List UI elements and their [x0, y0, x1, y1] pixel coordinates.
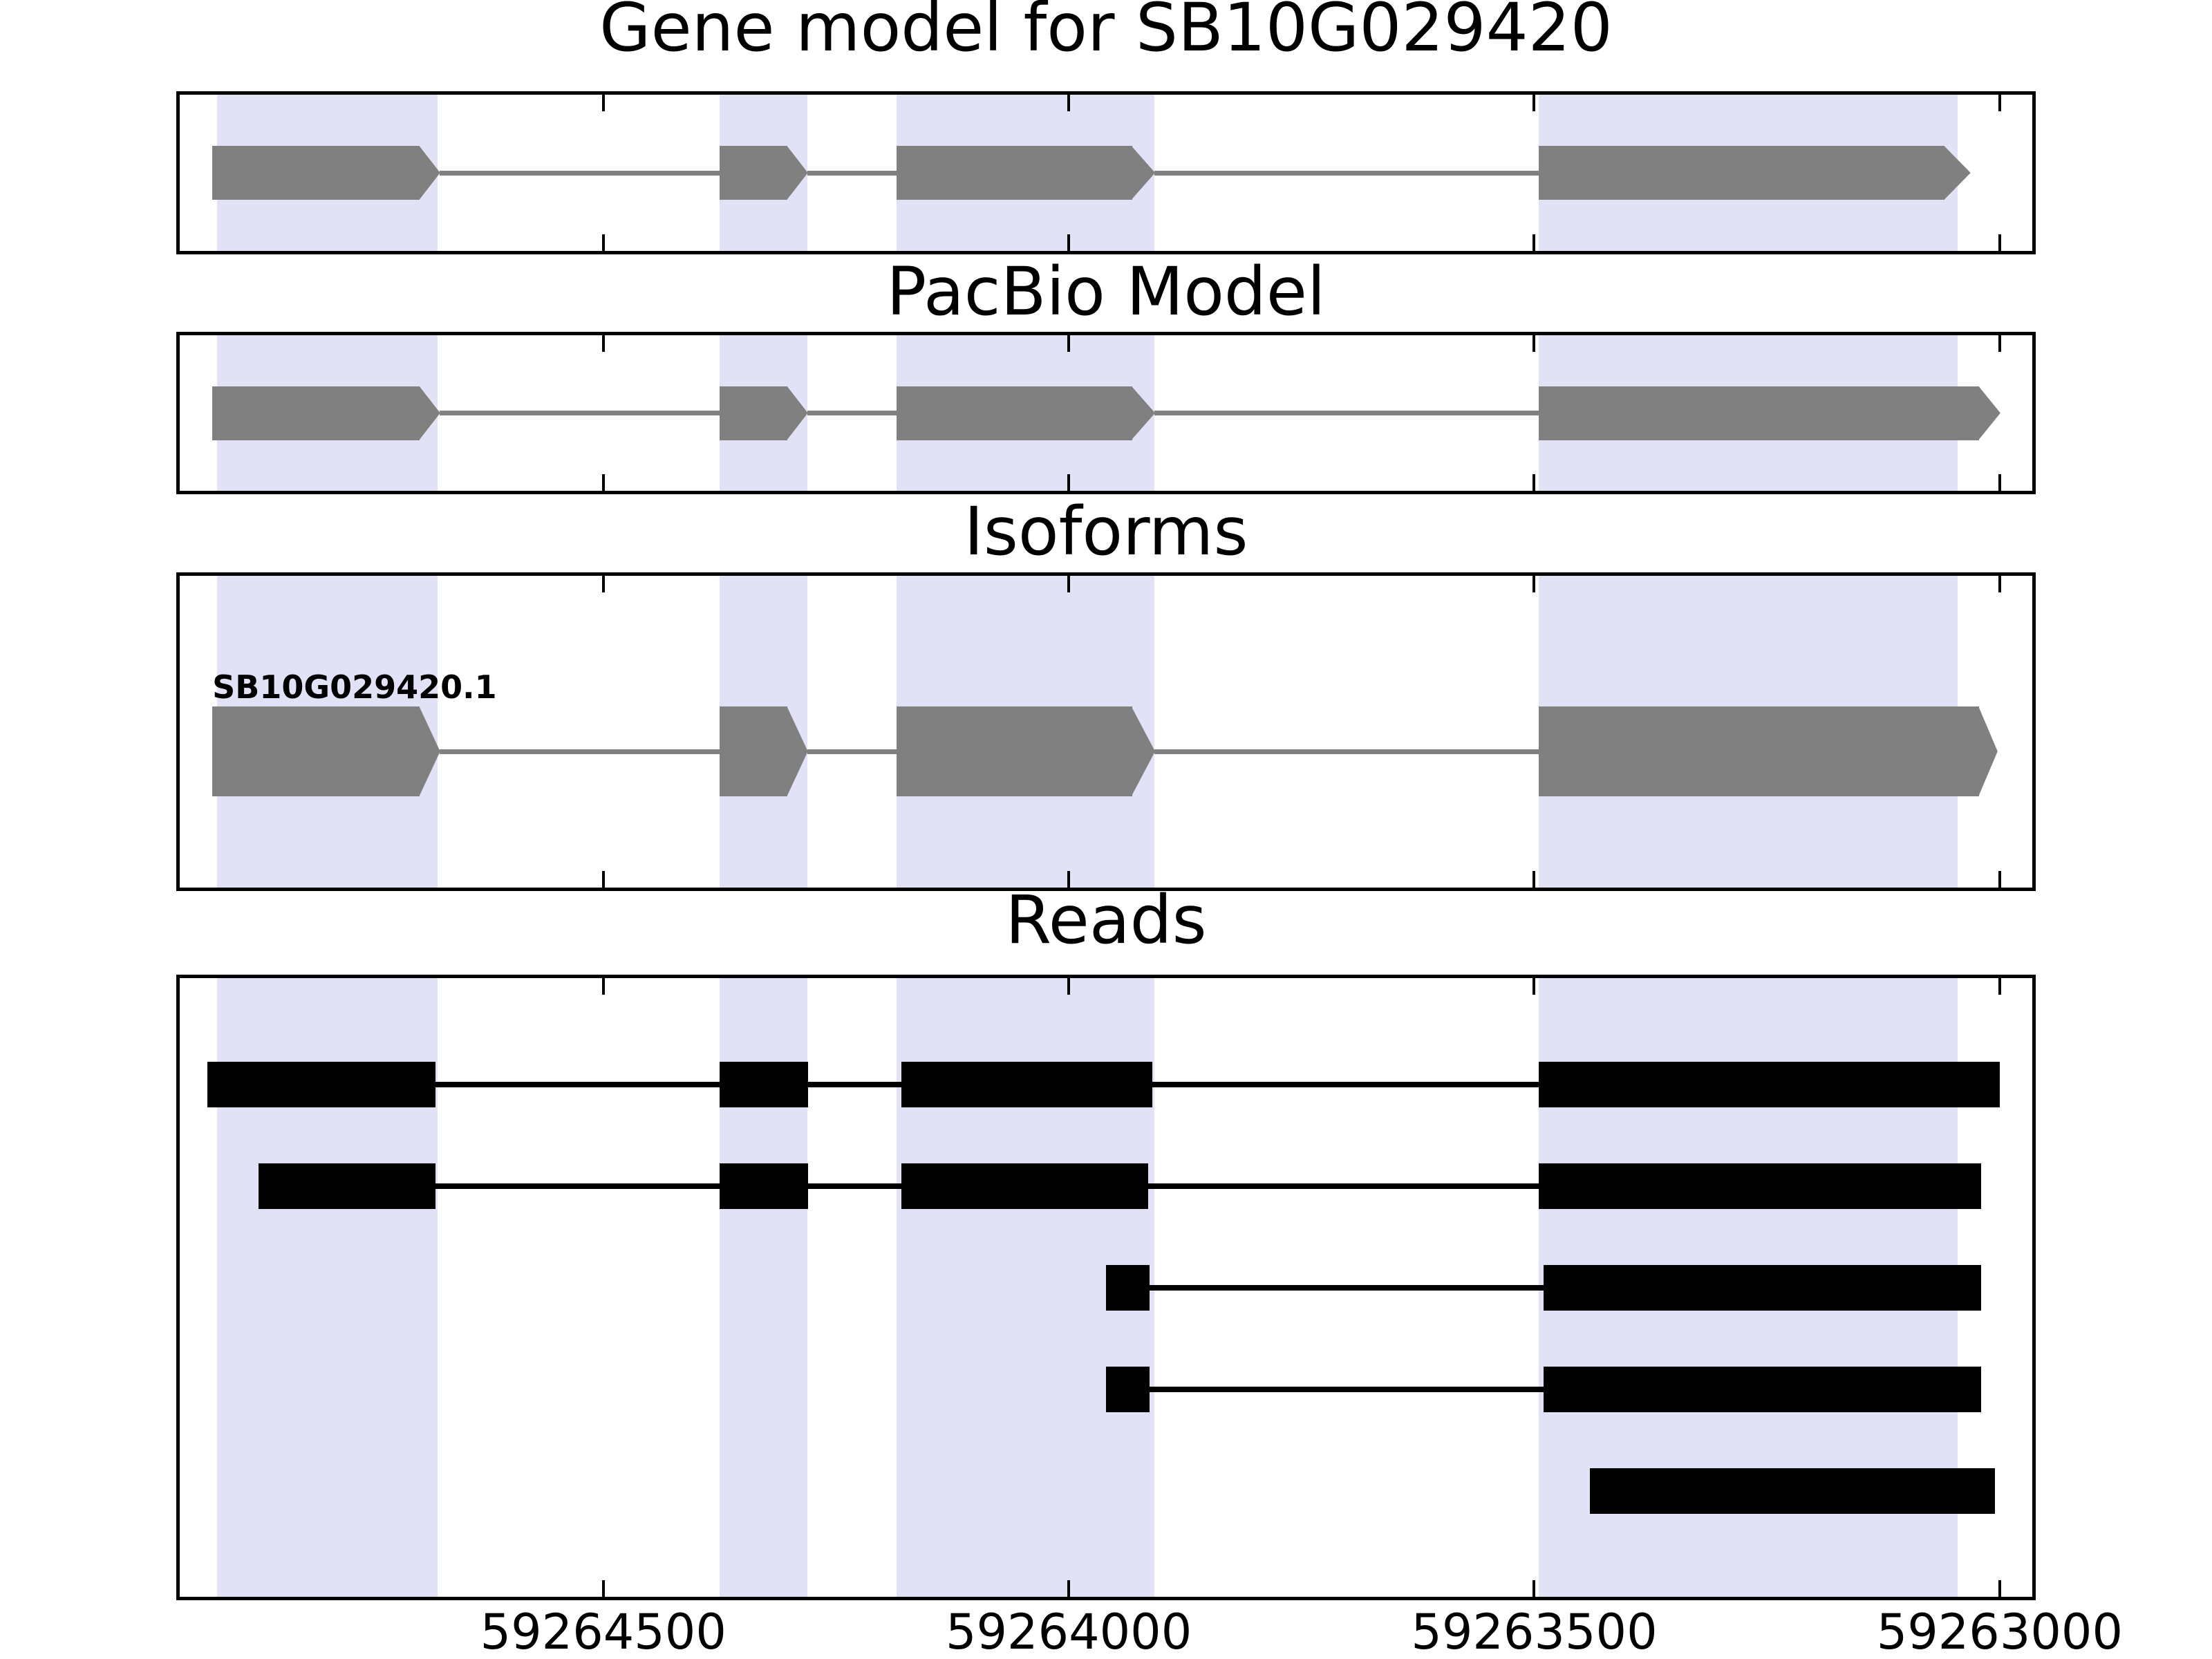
read-intron-line — [1150, 1285, 1544, 1291]
axis-tick — [1067, 234, 1071, 251]
axis-tick — [1533, 335, 1536, 352]
axis-tick — [1998, 234, 2001, 251]
x-axis-tick-label: 59264500 — [480, 1604, 727, 1659]
axis-tick — [1533, 978, 1536, 995]
axis-tick — [1533, 474, 1536, 491]
axis-tick — [1998, 95, 2001, 111]
exon-block — [212, 146, 420, 200]
exon-block — [1539, 386, 1980, 440]
read-intron-line — [1150, 1387, 1544, 1392]
read-exon-block — [720, 1062, 809, 1107]
read-exon-block — [720, 1163, 809, 1209]
read-intron-line — [435, 1082, 720, 1087]
axis-tick — [1067, 576, 1071, 592]
intron-line — [1154, 749, 1539, 754]
axis-tick — [1067, 335, 1071, 352]
axis-tick — [601, 576, 605, 592]
axis-tick — [1533, 234, 1536, 251]
exon-block — [896, 386, 1132, 440]
reads-track-area — [180, 978, 2032, 1597]
read-exon-block — [1106, 1367, 1150, 1412]
read-intron-line — [1147, 1183, 1539, 1189]
axis-tick — [1998, 576, 2001, 592]
gene-model-panel-title: Gene model for SB10G029420 — [599, 0, 1613, 66]
x-axis-tick-label: 59264000 — [945, 1604, 1192, 1659]
read-exon-block — [1543, 1367, 1981, 1412]
isoforms-track-area: SB10G029420.1 — [180, 576, 2032, 888]
axis-tick — [601, 871, 605, 888]
intron-line — [807, 170, 897, 176]
exon-block — [1539, 706, 1980, 796]
read-exon-block — [1539, 1062, 2000, 1107]
exon-block — [896, 146, 1132, 200]
reads-panel-title: Reads — [1005, 881, 1207, 959]
pacbio-model-track-panel — [176, 332, 2036, 494]
intron-line — [439, 411, 720, 415]
exon-block — [212, 386, 420, 440]
read-exon-block — [1539, 1163, 1981, 1209]
axis-tick — [1998, 1580, 2001, 1597]
axis-tick — [1067, 474, 1071, 491]
read-intron-line — [1152, 1082, 1539, 1087]
axis-tick — [1067, 978, 1071, 995]
gene-model-track-panel — [176, 91, 2036, 254]
gene-model-track-area — [180, 95, 2032, 251]
exon-block — [720, 386, 788, 440]
axis-tick — [601, 474, 605, 491]
axis-tick — [601, 95, 605, 111]
x-axis-tick-label: 59263000 — [1876, 1604, 2123, 1659]
axis-tick — [1067, 1580, 1071, 1597]
exon-arrow-tip — [1978, 706, 1998, 796]
intron-line — [439, 749, 720, 754]
axis-tick — [1998, 978, 2001, 995]
axis-tick — [601, 234, 605, 251]
intron-line — [807, 749, 897, 754]
read-exon-block — [1590, 1468, 1996, 1514]
read-exon-block — [1543, 1265, 1981, 1311]
axis-tick — [1998, 335, 2001, 352]
intron-line — [1154, 411, 1539, 415]
read-exon-block — [1106, 1265, 1150, 1311]
read-intron-line — [435, 1183, 720, 1189]
axis-tick — [1067, 95, 1071, 111]
isoforms-track-panel: SB10G029420.1 — [176, 572, 2036, 891]
read-exon-block — [901, 1062, 1153, 1107]
exon-block — [720, 706, 788, 796]
axis-tick — [1533, 95, 1536, 111]
intron-line — [1154, 170, 1539, 176]
axis-tick — [1533, 576, 1536, 592]
read-exon-block — [207, 1062, 436, 1107]
pacbio-model-track-area — [180, 335, 2032, 491]
intron-line — [807, 411, 897, 415]
axis-tick — [1533, 1580, 1536, 1597]
exon-arrow-tip — [1978, 386, 2000, 440]
isoforms-panel-title: Isoforms — [964, 493, 1248, 570]
read-intron-line — [808, 1082, 901, 1087]
x-axis-tick-label: 59263500 — [1411, 1604, 1658, 1659]
read-intron-line — [808, 1183, 901, 1189]
reads-track-panel — [176, 975, 2036, 1600]
intron-line — [439, 170, 720, 176]
axis-tick — [1067, 871, 1071, 888]
read-exon-block — [259, 1163, 436, 1209]
isoform-label: SB10G029420.1 — [212, 668, 497, 706]
axis-tick — [601, 1580, 605, 1597]
exon-block — [1539, 146, 1945, 200]
pacbio-panel-title: PacBio Model — [886, 253, 1326, 330]
exon-block — [720, 146, 788, 200]
axis-tick — [1998, 871, 2001, 888]
axis-tick — [601, 978, 605, 995]
exon-block — [896, 706, 1132, 796]
axis-tick — [1998, 474, 2001, 491]
axis-tick — [1533, 871, 1536, 888]
axis-tick — [601, 335, 605, 352]
read-exon-block — [901, 1163, 1148, 1209]
exon-block — [212, 706, 420, 796]
